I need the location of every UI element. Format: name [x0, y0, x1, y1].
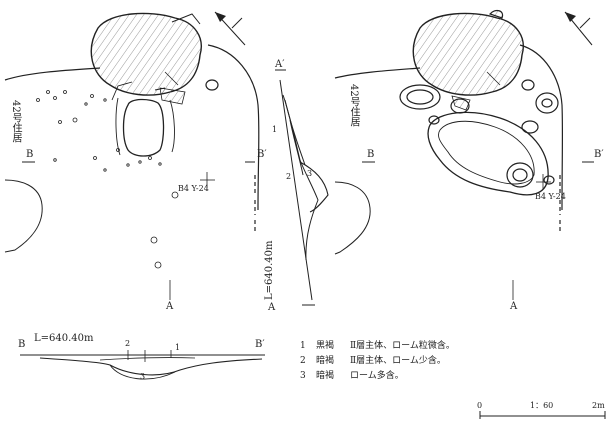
layer-3-label: 3 [140, 372, 146, 381]
section-a-a [275, 69, 329, 306]
section-b-left: B [18, 339, 26, 350]
pin-label-left: B4 Y-24 [178, 184, 209, 193]
pit-right-small-2 [506, 162, 534, 188]
layer-2-label: 2 [125, 339, 131, 348]
legend-name: 暗褐 [316, 356, 335, 366]
house-label-left: 42号住居 [10, 100, 21, 143]
boulder-left [90, 12, 202, 96]
house-42-outline-left [4, 44, 260, 211]
boulder-right [412, 12, 524, 96]
section-b-prime: B′ [255, 339, 265, 350]
house-42-outline-right [334, 44, 564, 211]
section-a-layer-1: 1 [272, 125, 278, 134]
elevation-label-a: L=640.40m [264, 240, 275, 301]
section-a-layer-2: 2 [286, 172, 292, 181]
mark-a-section: A [268, 302, 276, 313]
mark-a-left: A [166, 301, 174, 312]
mark-b-right: B [367, 149, 375, 160]
legend-num: 3 [300, 371, 306, 381]
legend-num: 1 [300, 341, 306, 351]
scale-bar [479, 411, 606, 419]
legend-name: 暗褐 [316, 371, 335, 381]
legend-row: 1 黒褐 Ⅱ層主体、ローム粒微含。 [300, 339, 455, 354]
mark-b-prime-right: B′ [594, 149, 604, 160]
legend-name: 黒褐 [316, 341, 335, 351]
house-label-right: 42号住居 [348, 84, 359, 127]
scale-end: 2m [592, 401, 605, 410]
mark-a-right: A [510, 301, 518, 312]
legend-row: 2 暗褐 Ⅱ層主体、ローム少含。 [300, 354, 455, 369]
legend-desc: Ⅱ層主体、ローム少含。 [350, 356, 446, 366]
pit-left [122, 98, 165, 157]
pit-right-small-1 [399, 84, 441, 110]
scale-start: 0 [477, 401, 483, 410]
mark-a-prime-section: A′ [275, 59, 285, 70]
legend-desc: ローム多含。 [350, 371, 404, 381]
pin-label-right: B4 Y-24 [535, 192, 566, 201]
mark-b-prime-left: B′ [257, 149, 267, 160]
right-plan [334, 9, 594, 300]
mark-b-left: B [26, 149, 34, 160]
legend-num: 2 [300, 356, 306, 366]
elevation-label-b: L=640.40m [34, 333, 94, 344]
scale-ratio: 1：60 [530, 401, 554, 410]
section-b-b [20, 350, 265, 380]
pit-right-large [427, 111, 549, 196]
left-plan [4, 11, 260, 300]
legend-row: 3 暗褐 ローム多含。 [300, 369, 455, 384]
layer-1-label: 1 [175, 343, 181, 352]
legend-desc: Ⅱ層主体、ローム粒微含。 [350, 341, 455, 351]
section-a-layer-3: 3 [307, 169, 313, 178]
